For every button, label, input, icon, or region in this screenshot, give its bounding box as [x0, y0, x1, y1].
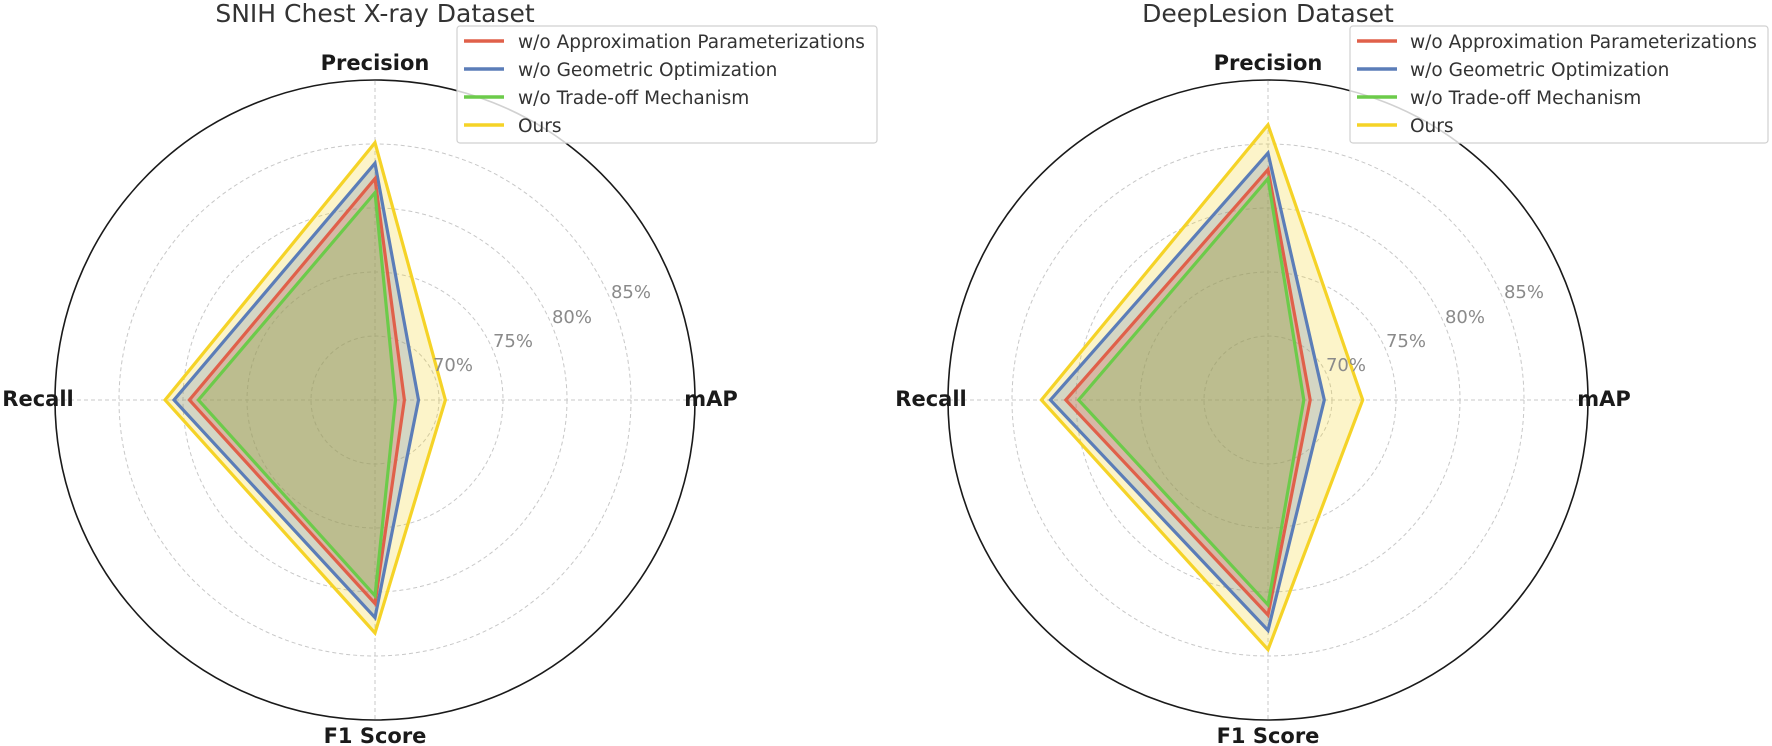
series-outline — [1048, 149, 1326, 634]
axis-label-map: mAP — [1577, 387, 1631, 411]
legend-label: Ours — [518, 116, 562, 137]
ring-label-70: 70% — [1326, 355, 1366, 376]
ring-labels: 70% 75% 80% 85% — [1326, 282, 1544, 376]
axis-label-f1-score: F1 Score — [1217, 724, 1320, 746]
legend-box — [1349, 25, 1769, 144]
legend-label: w/o Approximation Parameterizations — [1410, 32, 1757, 53]
legend-label: w/o Geometric Optimization — [518, 60, 777, 81]
legend-label: w/o Geometric Optimization — [1410, 60, 1669, 81]
legend-box — [456, 25, 878, 144]
series-fill — [165, 142, 446, 633]
radar-chart-snih: SNIH Chest X-ray Dataset 70% 75% 80% 85%… — [2, 0, 737, 746]
outer-circle — [54, 79, 696, 721]
radar-chart-deeplesion: DeepLesion Dataset 70% 75% 80% 85% mAP P… — [895, 0, 1630, 746]
series-outline — [1076, 174, 1306, 609]
series-outline — [187, 174, 407, 608]
data-series — [162, 139, 448, 637]
series-fill — [1065, 169, 1311, 615]
axis-label-precision: Precision — [1214, 51, 1323, 75]
legend-item-approx: w/o Approximation Parameterizations — [464, 32, 865, 53]
legend-item-ours: Ours — [464, 116, 562, 137]
ring-label-70: 70% — [433, 355, 473, 376]
series-fill — [198, 192, 396, 596]
axis-label-precision: Precision — [321, 51, 430, 75]
series-fill — [1078, 178, 1304, 605]
chart-title: DeepLesion Dataset — [1142, 0, 1394, 28]
ring-label-80: 80% — [552, 307, 592, 328]
ring-labels: 70% 75% 80% 85% — [433, 282, 651, 376]
ring-label-80: 80% — [1445, 307, 1485, 328]
series-outline — [196, 188, 398, 600]
series-fill — [1050, 153, 1325, 631]
series-outline — [1063, 166, 1312, 619]
legend-item-ours: Ours — [1357, 116, 1454, 137]
legend-label: w/o Approximation Parameterizations — [518, 32, 865, 53]
series-outline — [162, 139, 448, 637]
data-series — [1039, 121, 1365, 653]
legend-item-approx: w/o Approximation Parameterizations — [1357, 32, 1757, 53]
legend-label: w/o Trade-off Mechanism — [1410, 88, 1641, 109]
outer-circle — [947, 79, 1589, 721]
ring-label-85: 85% — [611, 282, 651, 303]
legend-item-geometric: w/o Geometric Optimization — [1357, 60, 1669, 81]
chart-title: SNIH Chest X-ray Dataset — [215, 0, 534, 28]
legend-item-tradeoff: w/o Trade-off Mechanism — [464, 88, 749, 109]
ring-label-75: 75% — [493, 331, 533, 352]
series-outline — [1039, 121, 1365, 653]
axis-label-map: mAP — [684, 387, 738, 411]
legend-item-tradeoff: w/o Trade-off Mechanism — [1357, 88, 1641, 109]
series-fill — [189, 178, 405, 604]
axis-label-recall: Recall — [895, 387, 966, 411]
series-outline — [171, 159, 421, 621]
ring-label-85: 85% — [1504, 282, 1544, 303]
legend-label: w/o Trade-off Mechanism — [518, 88, 749, 109]
radial-grid — [948, 80, 1588, 720]
legend-snih: w/o Approximation Parameterizations w/o … — [456, 25, 878, 144]
legend-item-geometric: w/o Geometric Optimization — [464, 60, 777, 81]
ring-label-75: 75% — [1386, 331, 1426, 352]
axis-label-f1-score: F1 Score — [324, 724, 427, 746]
series-fill — [174, 163, 419, 618]
axis-label-recall: Recall — [2, 387, 73, 411]
legend-deeplesion: w/o Approximation Parameterizations w/o … — [1349, 25, 1769, 144]
legend-label: Ours — [1410, 116, 1454, 137]
